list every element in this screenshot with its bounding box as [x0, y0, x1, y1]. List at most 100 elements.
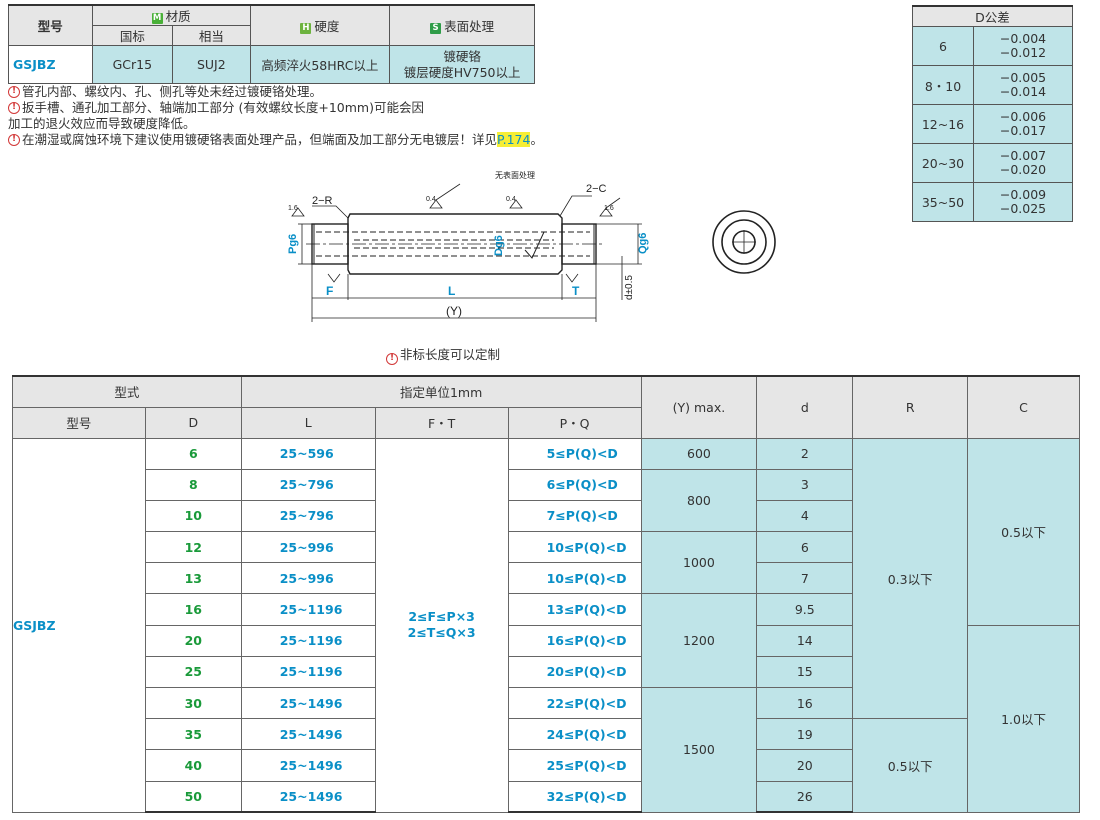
row-d: 4: [756, 499, 854, 533]
row-d: 15: [756, 655, 854, 689]
material-badge-icon: M: [151, 13, 163, 24]
row-PQ: 20≤P(Q)<D: [507, 655, 642, 689]
material-hardness: 高频淬火58HRC以上: [249, 45, 391, 84]
tol-d: 6: [912, 26, 974, 66]
note-2-line1: 扳手槽、通孔加工部分、轴端加工部分 (有效螺纹长度+10mm)可能会因: [22, 100, 424, 115]
row-D: 50: [144, 780, 242, 814]
r-label: 2−R: [312, 195, 333, 207]
note-3: ! 在潮湿或腐蚀环境下建议使用镀硬铬表面处理产品，但端面及加工部分无电镀层！详见…: [8, 132, 618, 148]
row-D: 16: [144, 593, 242, 626]
custom-length-note: !非标长度可以定制: [386, 344, 500, 365]
row-L: 25~996: [240, 531, 376, 564]
c-label: 2−C: [586, 183, 607, 195]
row-PQ: 7≤P(Q)<D: [507, 499, 642, 533]
ymax-cell: 600: [640, 437, 758, 470]
tol-values: −0.006−0.017: [973, 104, 1073, 144]
row-PQ: 10≤P(Q)<D: [507, 562, 642, 595]
row-d: 7: [756, 562, 854, 595]
header-c: C: [967, 375, 1080, 439]
roughness-body: 0.4: [426, 196, 436, 203]
tolerance-title: D公差: [912, 5, 1073, 27]
row-L: 25~1196: [240, 593, 376, 626]
header-surface-label: 表面处理: [444, 19, 495, 34]
row-d: 2: [756, 437, 854, 470]
row-L: 25~1496: [240, 686, 376, 720]
row-d: 3: [756, 468, 854, 501]
header-FT: F・T: [374, 406, 509, 439]
tol-d: 12~16: [912, 104, 974, 144]
row-L: 25~1196: [240, 655, 376, 689]
row-D: 40: [144, 749, 242, 782]
row-PQ: 16≤P(Q)<D: [507, 624, 642, 657]
r-cell: 0.5以下: [852, 718, 969, 813]
row-D: 35: [144, 718, 242, 751]
row-PQ: 10≤P(Q)<D: [507, 531, 642, 564]
material-equivalent: SUJ2: [172, 45, 251, 84]
row-d: 16: [756, 686, 854, 720]
warning-icon: !: [8, 134, 20, 146]
tol-values: −0.009−0.025: [973, 182, 1073, 222]
roughness-center: 0.4: [506, 196, 516, 203]
tol-values: −0.007−0.020: [973, 143, 1073, 183]
warning-icon: !: [386, 353, 398, 365]
header-unit: 指定单位1mm: [240, 375, 642, 408]
tol-upper: −0.005: [999, 70, 1047, 85]
row-D: 12: [144, 531, 242, 564]
hardness-badge-icon: H: [300, 23, 312, 34]
header-model: 型号: [12, 406, 146, 439]
row-L: 25~796: [240, 499, 376, 533]
ymax-cell: 800: [640, 468, 758, 533]
tol-upper: −0.004: [999, 31, 1047, 46]
t-label: T: [572, 284, 580, 298]
tol-values: −0.005−0.014: [973, 65, 1073, 105]
row-L: 25~1496: [240, 749, 376, 782]
row-d: 20: [756, 749, 854, 782]
note-3-suffix: 。: [530, 132, 543, 147]
row-D: 20: [144, 624, 242, 657]
header-national: 国标: [91, 25, 174, 46]
tol-lower: −0.017: [999, 123, 1047, 138]
header-equivalent: 相当: [172, 25, 251, 46]
row-PQ: 24≤P(Q)<D: [507, 718, 642, 751]
no-surface-label: 无表面处理: [495, 170, 535, 180]
y-label: (Y): [446, 304, 462, 318]
row-D: 8: [144, 468, 242, 501]
tol-lower: −0.014: [999, 84, 1047, 99]
header-r: R: [852, 375, 969, 439]
ft-line1: 2≤F≤P×3: [408, 609, 475, 625]
ft-line2: 2≤T≤Q×3: [407, 625, 476, 641]
row-PQ: 25≤P(Q)<D: [507, 749, 642, 782]
f-label: F: [326, 284, 333, 298]
tol-d: 20~30: [912, 143, 974, 183]
row-PQ: 13≤P(Q)<D: [507, 593, 642, 626]
row-L: 25~1196: [240, 624, 376, 657]
roughness-right: 1.6: [604, 205, 614, 212]
row-D: 30: [144, 686, 242, 720]
page-link[interactable]: P.174: [497, 132, 531, 147]
shaft-drawing-svg: 无表面处理 2−R 2−C 1.6 0.4 0.4 1.6 F L T (Y) …: [287, 170, 776, 322]
row-L: 25~1496: [240, 780, 376, 814]
header-hardness-label: 硬度: [314, 19, 340, 34]
notes: ! 管孔内部、螺纹内、孔、侧孔等处未经过镀硬铬处理。 ! 扳手槽、通孔加工部分、…: [8, 84, 618, 148]
header-material-label: 材质: [165, 9, 191, 24]
spec-table: 型式 指定单位1mm (Y) max. d R C 型号 D L F・T P・Q…: [12, 375, 1080, 814]
tol-upper: −0.007: [999, 148, 1047, 163]
row-PQ: 5≤P(Q)<D: [507, 437, 642, 470]
note-1-text: 管孔内部、螺纹内、孔、侧孔等处未经过镀硬铬处理。: [22, 84, 323, 99]
l-label: L: [448, 284, 455, 298]
main-body-shape: [347, 213, 563, 275]
row-D: 13: [144, 562, 242, 595]
c-cell: 0.5以下: [967, 437, 1080, 626]
material-surface: 镀硬铬 镀层硬度HV750以上: [389, 45, 535, 84]
header-PQ: P・Q: [507, 406, 642, 439]
row-L: 25~996: [240, 562, 376, 595]
warning-icon: !: [8, 86, 20, 98]
surface-line1: 镀硬铬: [443, 48, 481, 64]
tol-lower: −0.025: [999, 201, 1047, 216]
row-L: 25~796: [240, 468, 376, 501]
roughness-left: 1.6: [288, 205, 298, 212]
surface-line2: 镀层硬度HV750以上: [403, 64, 521, 80]
row-d: 6: [756, 531, 854, 564]
